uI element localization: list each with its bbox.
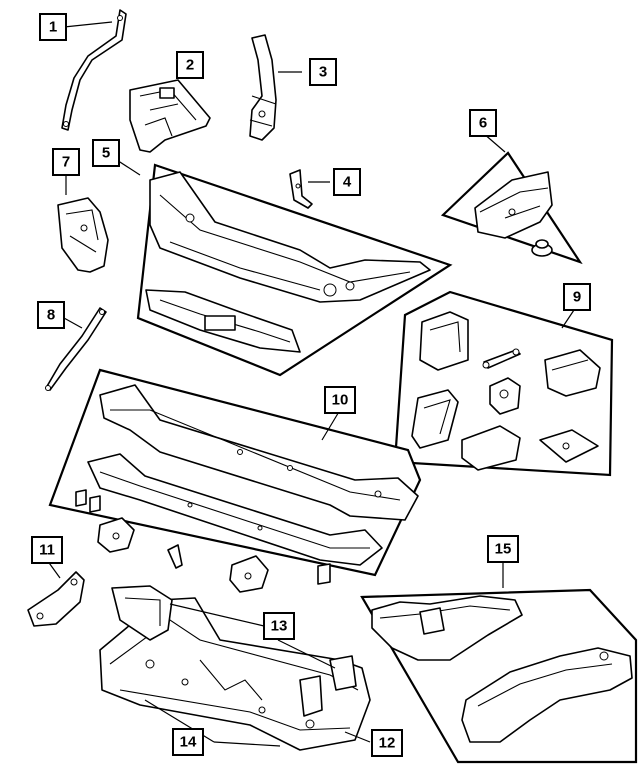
part-12-engine-cradle (99, 585, 371, 751)
leader-lines (46, 21, 577, 747)
callout-5: 5 (92, 139, 120, 167)
callout-8-label: 8 (47, 307, 55, 324)
part-1-support-rod (61, 9, 127, 131)
callout-14: 14 (172, 728, 204, 756)
callout-15: 15 (487, 535, 519, 563)
callout-12: 12 (371, 729, 403, 757)
part-11-plate (27, 571, 85, 627)
callout-4-label: 4 (343, 174, 352, 191)
part-9-bracket-set (411, 311, 601, 471)
callout-10-label: 10 (332, 392, 349, 409)
callout-5-label: 5 (102, 145, 110, 162)
part-5-radiator-support (145, 171, 431, 353)
callout-2: 2 (176, 51, 204, 79)
part-2-bracket-assembly (129, 79, 211, 153)
callout-12-label: 12 (379, 735, 396, 752)
part-8-rod (45, 307, 107, 391)
part-7-side-bracket (57, 197, 109, 273)
callout-6: 6 (469, 109, 497, 137)
callout-8: 8 (37, 301, 65, 329)
part-4-small-bracket (289, 169, 313, 209)
callout-7-label: 7 (62, 154, 70, 171)
callout-7: 7 (52, 148, 80, 176)
callout-2-label: 2 (186, 57, 194, 74)
part-6-bracket-mount (474, 171, 553, 257)
callout-1-label: 1 (49, 19, 57, 36)
callout-3-label: 3 (319, 64, 327, 81)
callout-11: 11 (31, 536, 63, 564)
callout-14-label: 14 (180, 734, 197, 751)
callout-9-label: 9 (573, 289, 581, 306)
callout-6-label: 6 (479, 115, 487, 132)
callout-13: 13 (263, 612, 295, 640)
callout-11-label: 11 (39, 542, 55, 559)
callout-10: 10 (324, 386, 356, 414)
callout-13-label: 13 (271, 618, 288, 635)
part-15-shield (371, 595, 633, 743)
callout-15-label: 15 (495, 541, 512, 558)
callout-9: 9 (563, 283, 591, 311)
part-10-crossmember (75, 384, 419, 593)
callout-1: 1 (39, 13, 67, 41)
callout-4: 4 (333, 168, 361, 196)
part-3-bracket (249, 34, 277, 141)
callout-3: 3 (309, 58, 337, 86)
